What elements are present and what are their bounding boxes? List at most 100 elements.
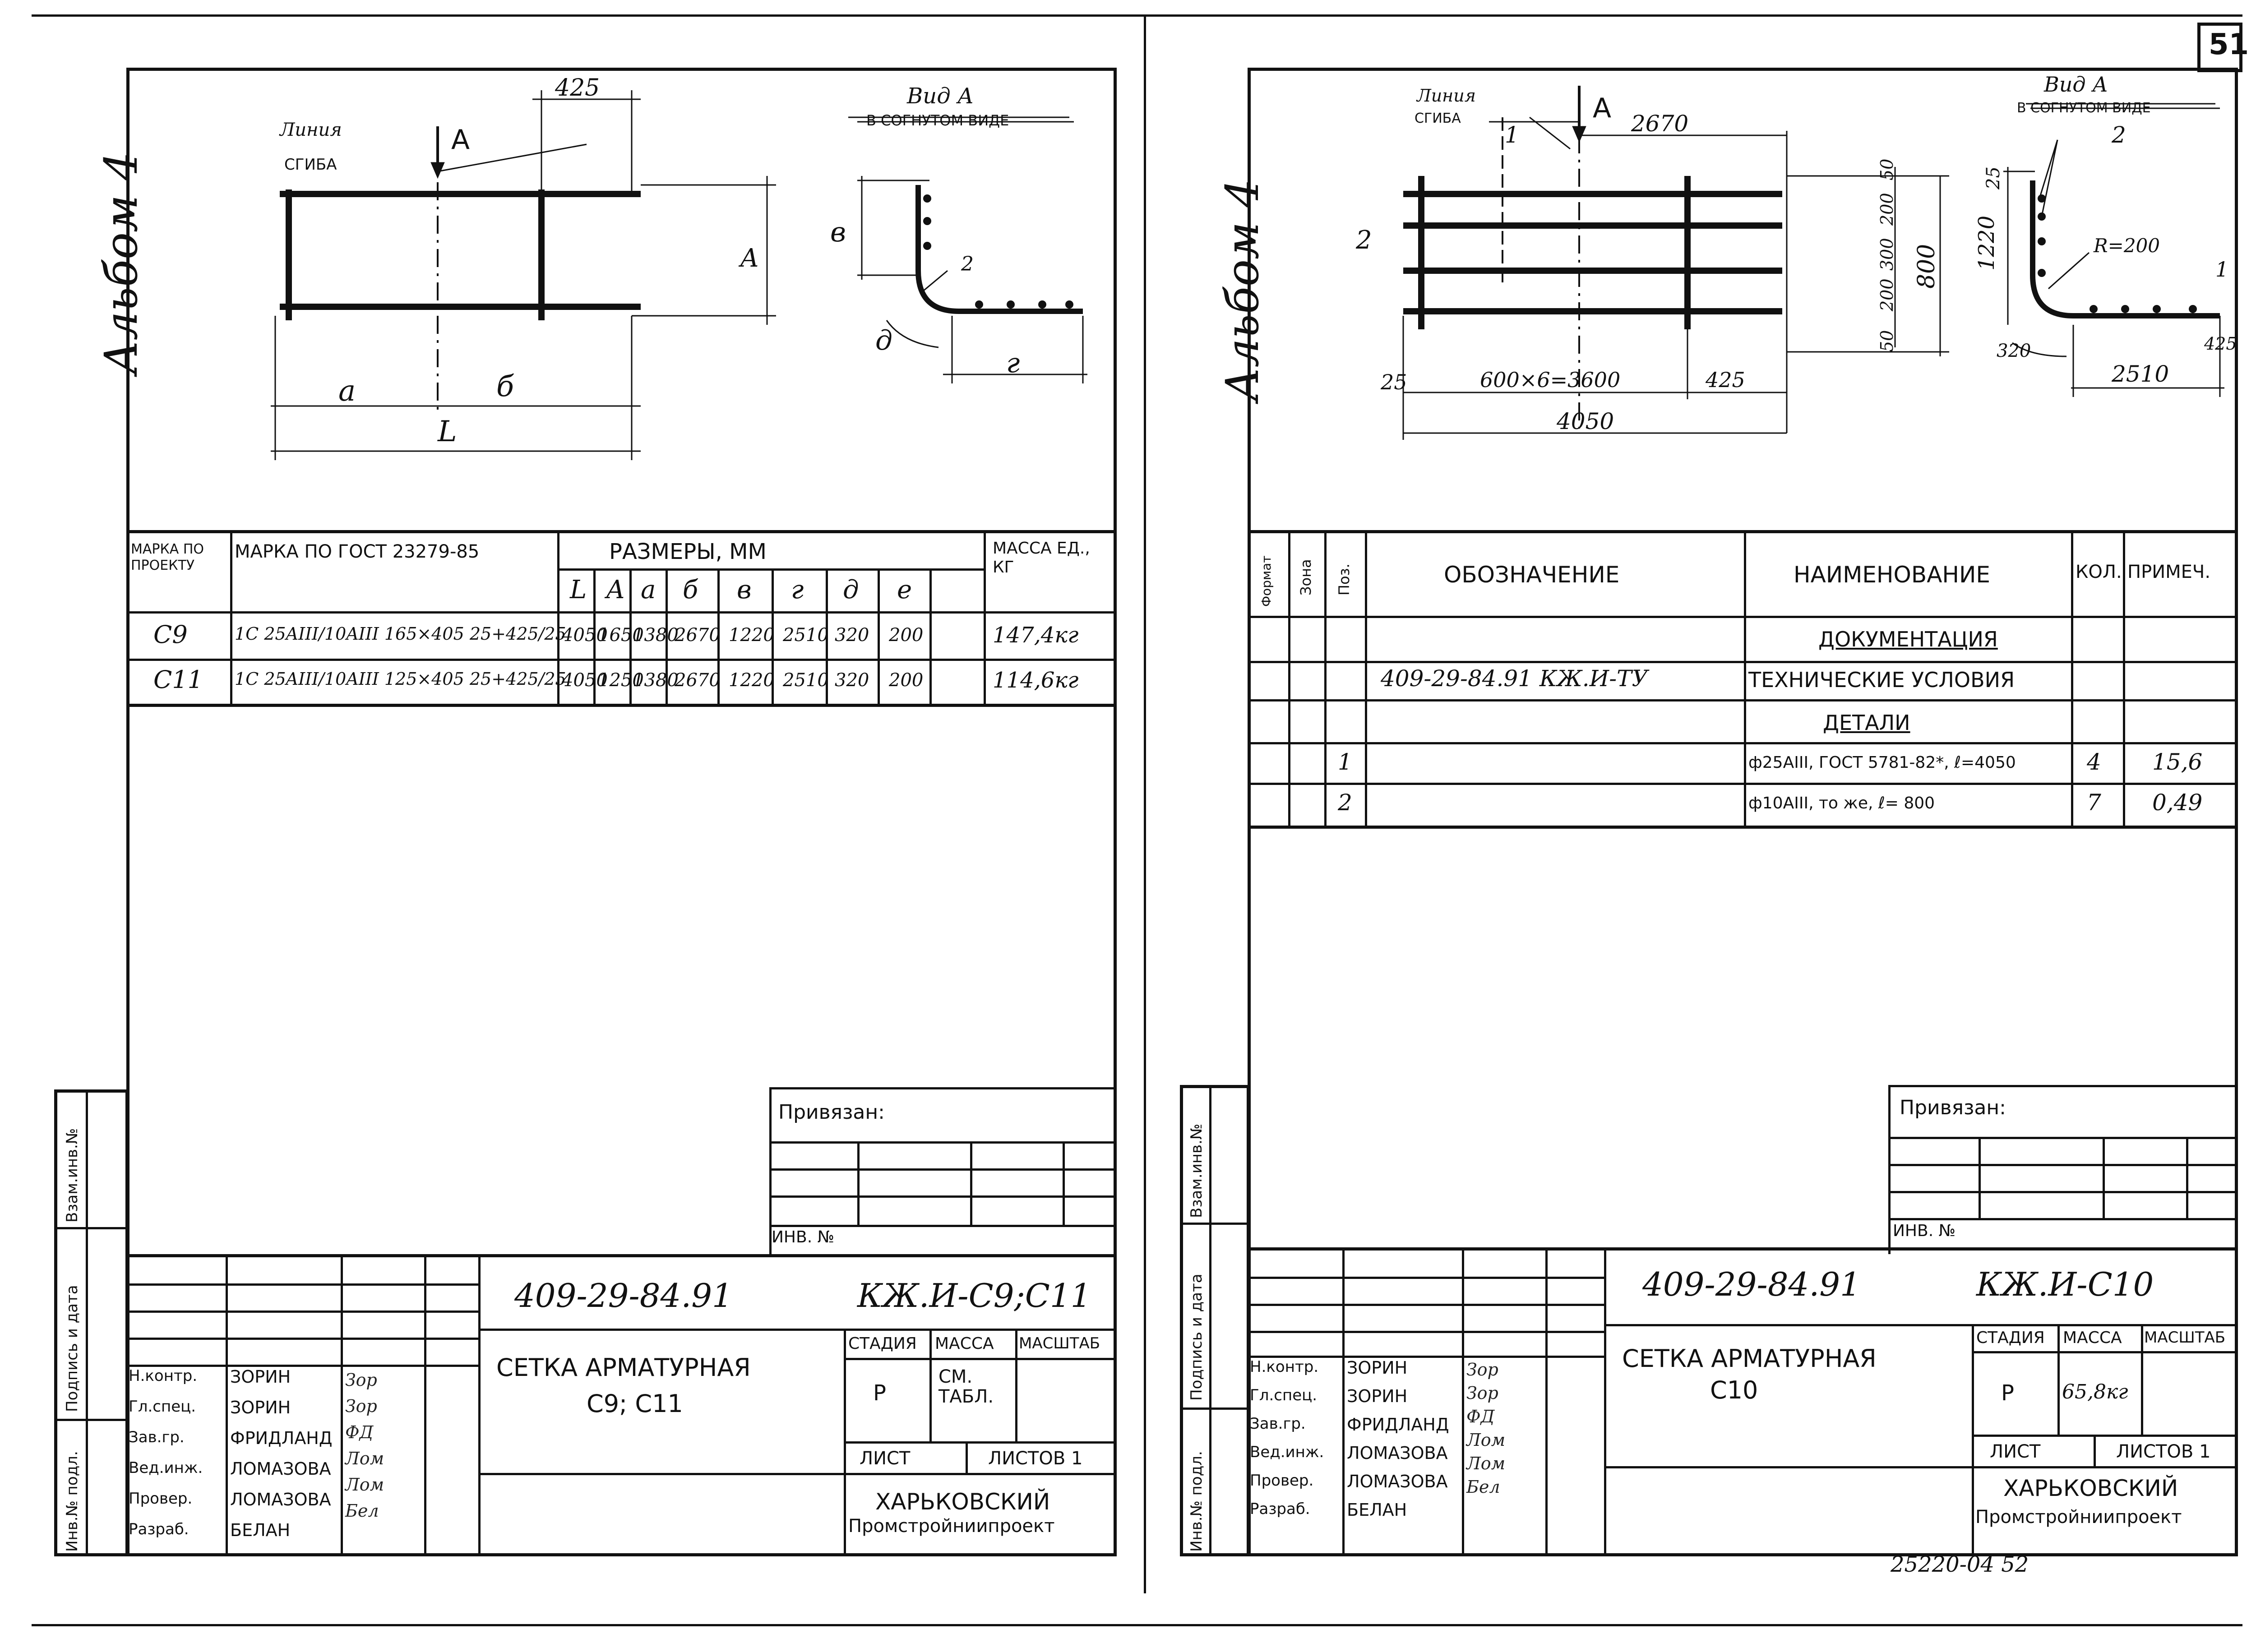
- right-dim-425: 425: [1706, 368, 1745, 392]
- right-spec-h-zone: Зона: [1297, 559, 1314, 595]
- right-spec-pos: 2: [1338, 789, 1352, 816]
- left-person-name: Ломазова: [230, 1459, 331, 1479]
- left-lists: Листов 1: [988, 1448, 1083, 1469]
- left-row-size: 4050: [562, 670, 608, 691]
- left-bend-line-label: Линия: [280, 120, 342, 140]
- right-dim-425b: 425: [2204, 334, 2237, 354]
- right-sheet-code: КЖ.И-С10: [1976, 1265, 2154, 1303]
- right-person-name: Зорин: [1347, 1358, 1408, 1378]
- left-h-mass: Масса ед., кг: [993, 539, 1090, 577]
- right-spec-h-note: Примеч.: [2127, 562, 2211, 582]
- right-pos-2b: 2: [2112, 122, 2126, 148]
- right-bend-line-label2: сгиба: [1415, 111, 1461, 126]
- left-row-size: 1380: [633, 670, 679, 691]
- left-frame: [126, 68, 1117, 1556]
- right-spec-name: ф10AIII, то же, ℓ= 800: [1748, 794, 1935, 812]
- page-number: 51: [2209, 28, 2249, 61]
- right-dim-4050: 4050: [1557, 408, 1614, 434]
- right-spec-sec-parts: Детали: [1823, 711, 1910, 735]
- right-person-name: Ломазова: [1347, 1443, 1448, 1463]
- left-row-mass: 147,4кг: [993, 623, 1079, 648]
- right-pos-1b: 1: [2215, 257, 2229, 281]
- left-row-mark: С9: [153, 620, 188, 649]
- right-lists: Листов 1: [2116, 1441, 2211, 1462]
- left-h-mark-proj: Марка по проекту: [131, 541, 204, 573]
- left-title2: С9; С11: [587, 1389, 683, 1418]
- right-spec-doc-code: 409-29-84.91 КЖ.И-ТУ: [1381, 665, 1648, 692]
- left-size-col-1: А: [606, 575, 625, 605]
- left-privyazan: Привязан:: [778, 1101, 885, 1124]
- left-person-role: Гл.спец.: [129, 1398, 196, 1416]
- left-row-gost: 1С 25AIII/10AIII 165×405 25+425/25: [235, 624, 566, 644]
- right-dim-2510: 2510: [2112, 361, 2169, 387]
- right-arrow-label: А: [1593, 92, 1612, 124]
- left-dim-425: 425: [555, 74, 600, 102]
- right-spec-h-format: Формат: [1259, 555, 1274, 607]
- page-top-rule: [32, 14, 2242, 17]
- right-dim-25b: 25: [1983, 166, 2004, 189]
- left-mass-v: см. табл.: [938, 1366, 994, 1407]
- right-spec-h-pos: Поз.: [1336, 563, 1353, 595]
- right-view-subtitle: в согнутом виде: [2017, 100, 2151, 116]
- right-privyazan: Привязан:: [1900, 1096, 2006, 1119]
- left-row-gost: 1С 25AIII/10AIII 125×405 25+425/25: [235, 669, 566, 689]
- right-dim-320: 320: [1997, 341, 2031, 361]
- left-dim-L: L: [438, 415, 457, 448]
- left-person-role: Провер.: [129, 1490, 193, 1508]
- left-title1: Сетка арматурная: [496, 1353, 751, 1382]
- right-person-name: Фридланд: [1347, 1415, 1449, 1435]
- right-dim-3600: 600×6=3600: [1480, 368, 1621, 392]
- right-dim-50b: 50: [1877, 330, 1897, 352]
- left-size-col-6: д: [843, 575, 859, 605]
- left-size-col-5: г: [791, 575, 804, 605]
- left-table-bottom: [126, 704, 1117, 707]
- right-spec-pos: 1: [1338, 749, 1352, 775]
- right-side-1: Взам.инв.№: [1188, 1123, 1206, 1218]
- right-org2: Промстройниипроект: [1975, 1507, 2182, 1527]
- left-org1: Харьковский: [875, 1489, 1050, 1515]
- left-row-mass: 114,6кг: [993, 668, 1079, 693]
- left-person-role: Вед.инж.: [129, 1459, 203, 1477]
- right-dim-300: 300: [1877, 238, 1897, 271]
- left-side-stamp: [54, 1089, 129, 1556]
- right-person-role: Гл.спец.: [1250, 1386, 1318, 1404]
- left-person-role: Разраб.: [129, 1520, 189, 1538]
- left-row-size: 1650: [598, 625, 644, 646]
- left-inv-no: Инв. №: [772, 1228, 835, 1246]
- right-dim-25: 25: [1381, 370, 1407, 394]
- right-dim-2670: 2670: [1631, 111, 1689, 137]
- right-pos-2: 2: [1356, 226, 1372, 255]
- left-row-size: 1220: [729, 625, 775, 646]
- left-row-size: 1250: [598, 670, 644, 691]
- left-stage-v: Р: [873, 1380, 886, 1406]
- left-code: 409-29-84.91: [514, 1277, 733, 1315]
- right-person-role: Вед.инж.: [1250, 1443, 1324, 1461]
- left-dim-e: 2: [961, 253, 974, 276]
- left-person-name: Ломазова: [230, 1490, 331, 1509]
- right-view-title: Вид А: [2044, 72, 2108, 97]
- right-side-stamp: [1180, 1085, 1250, 1556]
- right-spec-sec-docs: Документация: [1818, 627, 1998, 651]
- left-row-size: 2510: [783, 670, 829, 691]
- left-person-role: Н.контр.: [129, 1367, 198, 1385]
- left-side-2: Подпись и дата: [63, 1285, 81, 1412]
- left-list: Лист: [860, 1448, 911, 1469]
- left-size-col-0: L: [570, 575, 587, 605]
- left-person-name: Белан: [230, 1520, 291, 1540]
- left-org2: Промстройниипроект: [848, 1516, 1055, 1537]
- right-spec-doc-name: Технические условия: [1748, 668, 2015, 692]
- left-dim-v: в: [830, 217, 846, 248]
- left-row-size: 2670: [675, 670, 721, 691]
- right-inv-no: Инв. №: [1893, 1222, 1956, 1240]
- right-frame: [1248, 68, 2238, 1556]
- right-code: 409-29-84.91: [1642, 1265, 1861, 1303]
- right-spec-qty: 4: [2087, 749, 2101, 775]
- page-center-divider: [1144, 14, 1146, 1593]
- left-view-title: Вид А: [907, 83, 974, 109]
- left-row-size: 4050: [562, 625, 608, 646]
- left-side-3: Инв.№ подл.: [63, 1451, 81, 1552]
- right-mass-h: Масса: [2063, 1329, 2122, 1347]
- right-person-role: Провер.: [1250, 1472, 1314, 1490]
- right-org1: Харьковский: [2003, 1475, 2178, 1501]
- right-scale-h: Масштаб: [2144, 1329, 2226, 1347]
